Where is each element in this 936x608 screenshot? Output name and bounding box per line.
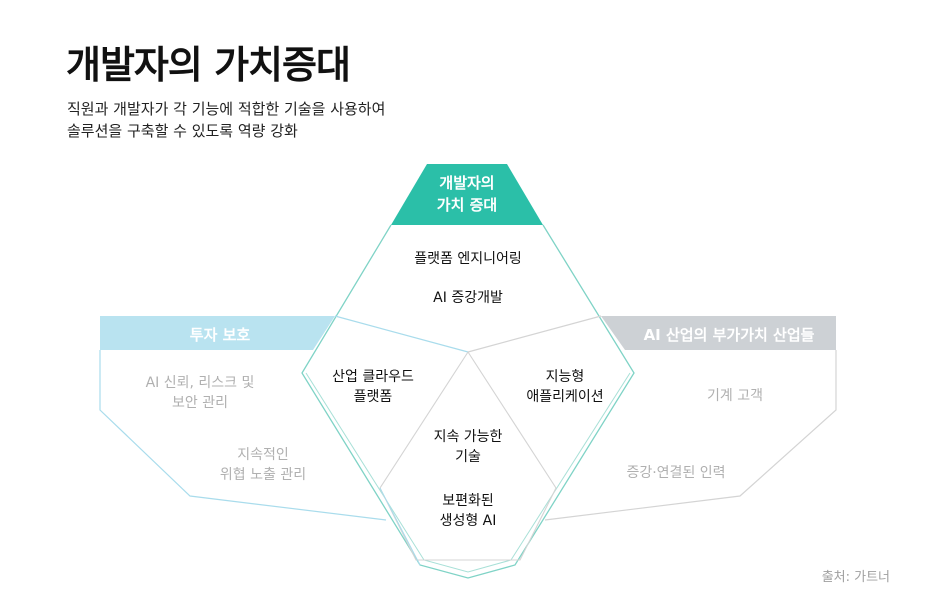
bottom-item-generative-ai: 보편화된 생성형 AI bbox=[439, 493, 497, 529]
right-diamond-label: 지능형 애플리케이션 bbox=[526, 369, 604, 405]
right-item-augmented-workforce: 증강·연결된 인력 bbox=[626, 465, 726, 481]
right-header-label: AI 산업의 부가가치 산업들 bbox=[643, 326, 815, 344]
left-item-ai-trism: AI 신뢰, 리스크 및 보안 관리 bbox=[145, 375, 255, 411]
center-header-banner bbox=[391, 164, 543, 225]
left-header-banner bbox=[100, 316, 335, 350]
right-header-banner bbox=[601, 316, 836, 350]
page-subtitle: 직원과 개발자가 각 기능에 적합한 기술을 사용하여 솔루션을 구축할 수 있… bbox=[67, 98, 385, 142]
top-item-ai-augmented-dev: AI 증강개발 bbox=[433, 290, 503, 306]
right-wing-outline bbox=[544, 350, 837, 521]
right-diamond-divider bbox=[467, 315, 602, 353]
top-item-platform-engineering: 플랫폼 엔지니어링 bbox=[414, 251, 522, 267]
left-header-label: 투자 보호 bbox=[189, 326, 251, 344]
subtitle-line-1: 직원과 개발자가 각 기능에 적합한 기술을 사용하여 bbox=[67, 100, 386, 118]
left-diamond-label: 산업 클라우드 플랫폼 bbox=[332, 369, 414, 405]
left-diamond-divider bbox=[334, 315, 469, 353]
page-title: 개발자의 가치증대 bbox=[66, 43, 351, 87]
bottom-diamond-left-accent bbox=[379, 487, 421, 566]
main-diamond-outline bbox=[301, 224, 635, 579]
bottom-diamond-outline bbox=[379, 351, 557, 561]
right-item-machine-customers: 기계 고객 bbox=[707, 388, 763, 404]
bottom-item-sustainable-tech: 지속 가능한 기술 bbox=[433, 429, 503, 465]
center-header-label: 개발자의 가치 증대 bbox=[436, 174, 498, 214]
left-wing-outline bbox=[99, 350, 387, 521]
subtitle-line-2: 솔루션을 구축할 수 있도록 역량 강화 bbox=[67, 122, 298, 140]
source-credit: 출처: 가트너 bbox=[821, 570, 890, 585]
left-item-ctem: 지속적인 위협 노출 관리 bbox=[219, 447, 307, 483]
